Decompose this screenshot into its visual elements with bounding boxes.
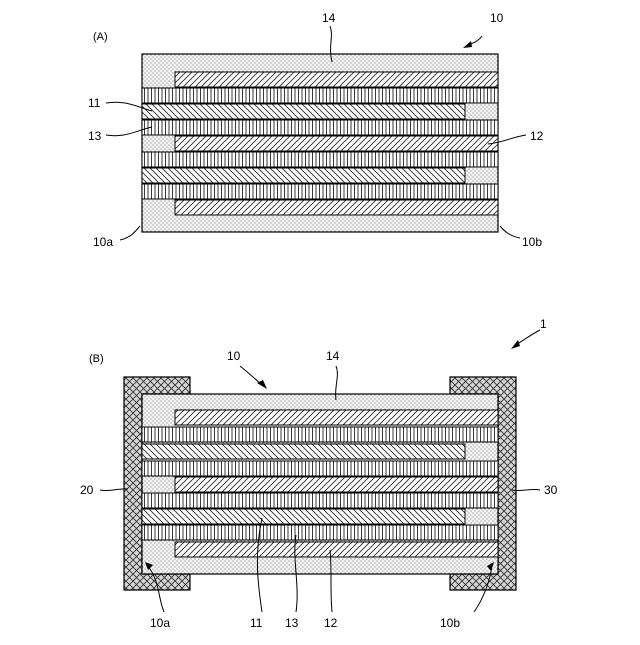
arrow-head-a — [463, 41, 472, 48]
layer-13-a2 — [142, 120, 498, 135]
internal-electrode-11-b1 — [142, 444, 465, 459]
internal-electrode-12-b2 — [175, 477, 498, 492]
label-10a-a: 10a — [93, 235, 113, 249]
internal-electrode-12-b1 — [175, 410, 498, 425]
layer-13-b3 — [142, 493, 498, 508]
figure-b: (B) 1 1 — [80, 317, 558, 630]
internal-electrode-12-a2 — [175, 136, 498, 151]
label-14-b: 14 — [326, 349, 340, 363]
label-11-b: 11 — [250, 616, 263, 630]
internal-electrode-12-a3 — [175, 200, 498, 215]
label-10b-b: 10b — [440, 616, 460, 630]
internal-electrode-12-a1 — [175, 72, 498, 87]
arrow-head-b1 — [511, 340, 520, 349]
internal-electrode-12-b3 — [175, 542, 498, 557]
label-14-a: 14 — [322, 11, 336, 25]
label-20-b: 20 — [80, 483, 94, 497]
layer-13-a4 — [142, 184, 498, 199]
label-1-b: 1 — [540, 317, 547, 331]
label-10-a: 10 — [490, 11, 504, 25]
label-11-a: 11 — [88, 96, 101, 110]
label-10-b: 10 — [227, 349, 241, 363]
label-12-b: 12 — [324, 616, 338, 630]
label-10a-b: 10a — [150, 616, 170, 630]
label-13-b: 13 — [285, 616, 299, 630]
label-30-b: 30 — [544, 483, 558, 497]
layer-13-a3 — [142, 152, 498, 167]
figure-a: (A) 14 10 11 13 12 10a 10b — [88, 11, 544, 249]
layer-13-a1 — [142, 88, 498, 103]
internal-electrode-11-b2 — [142, 509, 465, 524]
internal-electrode-11-a2 — [142, 168, 465, 183]
label-10b-a: 10b — [522, 235, 542, 249]
layer-13-b1 — [142, 427, 498, 442]
layer-13-b4 — [142, 525, 498, 540]
panel-label-a: (A) — [93, 31, 108, 43]
internal-electrode-11-a1 — [142, 104, 465, 119]
label-13-a: 13 — [88, 129, 102, 143]
label-12-a: 12 — [530, 129, 544, 143]
layer-13-b2 — [142, 461, 498, 476]
panel-label-b: (B) — [89, 353, 104, 365]
